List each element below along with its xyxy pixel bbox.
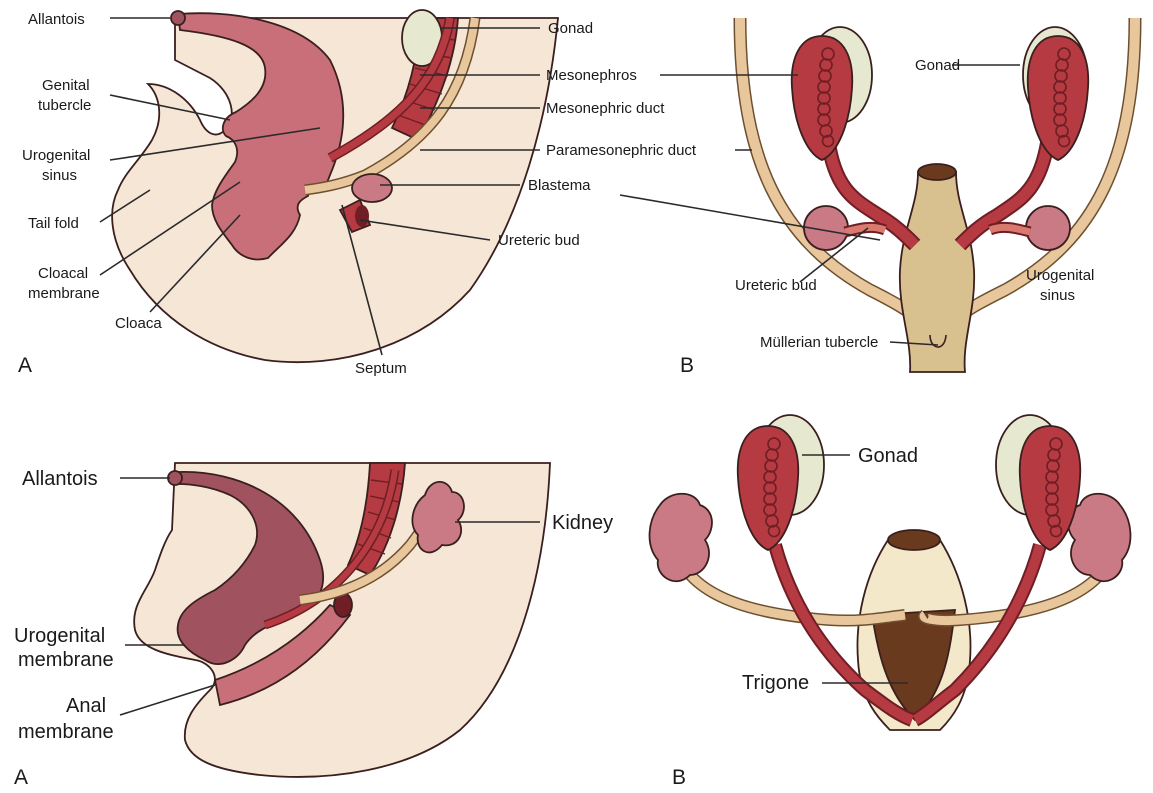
panel-top-right: Gonad Ureteric bud Urogenital sinus Müll… [620, 18, 1135, 377]
label-gonad-c: Gonad [858, 445, 918, 467]
blastema-shape [352, 174, 392, 202]
label-septum: Septum [355, 360, 407, 377]
mesonephros-right [1028, 36, 1089, 160]
label-paramesonephric-duct: Paramesonephric duct [546, 142, 697, 159]
panel-letter-b-top: B [680, 354, 694, 377]
label-allantois-b: Allantois [22, 468, 98, 490]
label-blastema: Blastema [528, 177, 591, 194]
label-mesonephros: Mesonephros [546, 67, 637, 84]
label-gonad: Gonad [548, 20, 593, 37]
label-anal-membrane-2: membrane [18, 721, 114, 743]
label-gonad-b: Gonad [915, 57, 960, 74]
mesonephros-left-b [738, 426, 799, 550]
label-ureteric-bud-b: Ureteric bud [735, 277, 817, 294]
label-urogenital-sinus-b1: Urogenital [1026, 267, 1094, 284]
allantois-end [171, 11, 185, 25]
label-allantois: Allantois [28, 11, 85, 28]
label-urogenital-membrane-1: Urogenital [14, 625, 105, 647]
panel-bottom-left: Allantois Kidney Urogenital membrane Ana… [14, 463, 613, 789]
label-tail-fold: Tail fold [28, 215, 79, 232]
label-mesonephric-duct: Mesonephric duct [546, 100, 665, 117]
panel-bottom-right: Gonad Trigone B [650, 415, 1131, 789]
label-mullerian-tubercle: Müllerian tubercle [760, 334, 878, 351]
kidney-left-b [650, 494, 712, 581]
panel-letter-a-bottom: A [14, 766, 28, 789]
label-ureteric-bud: Ureteric bud [498, 232, 580, 249]
kidney-right-b [1068, 494, 1130, 581]
label-cloaca: Cloaca [115, 315, 162, 332]
label-urogenital-sinus-1: Urogenital [22, 147, 90, 164]
label-urogenital-membrane-2: membrane [18, 649, 114, 671]
label-genital-tubercle-2: tubercle [38, 97, 91, 114]
label-trigone: Trigone [742, 672, 809, 694]
urogenital-sinus-column [900, 172, 974, 372]
panel-letter-a-top: A [18, 354, 32, 377]
label-cloacal-membrane-1: Cloacal [38, 265, 88, 282]
label-anal-membrane-1: Anal [66, 695, 106, 717]
panel-letter-b-bottom: B [672, 766, 686, 789]
label-cloacal-membrane-2: membrane [28, 285, 100, 302]
label-urogenital-sinus-2: sinus [42, 167, 77, 184]
panel-top-left: Allantois Genital tubercle Urogenital si… [18, 10, 697, 377]
mesonephros-left [792, 36, 853, 160]
label-kidney: Kidney [552, 512, 613, 534]
label-genital-tubercle-1: Genital [42, 77, 90, 94]
label-urogenital-sinus-b2: sinus [1040, 287, 1075, 304]
